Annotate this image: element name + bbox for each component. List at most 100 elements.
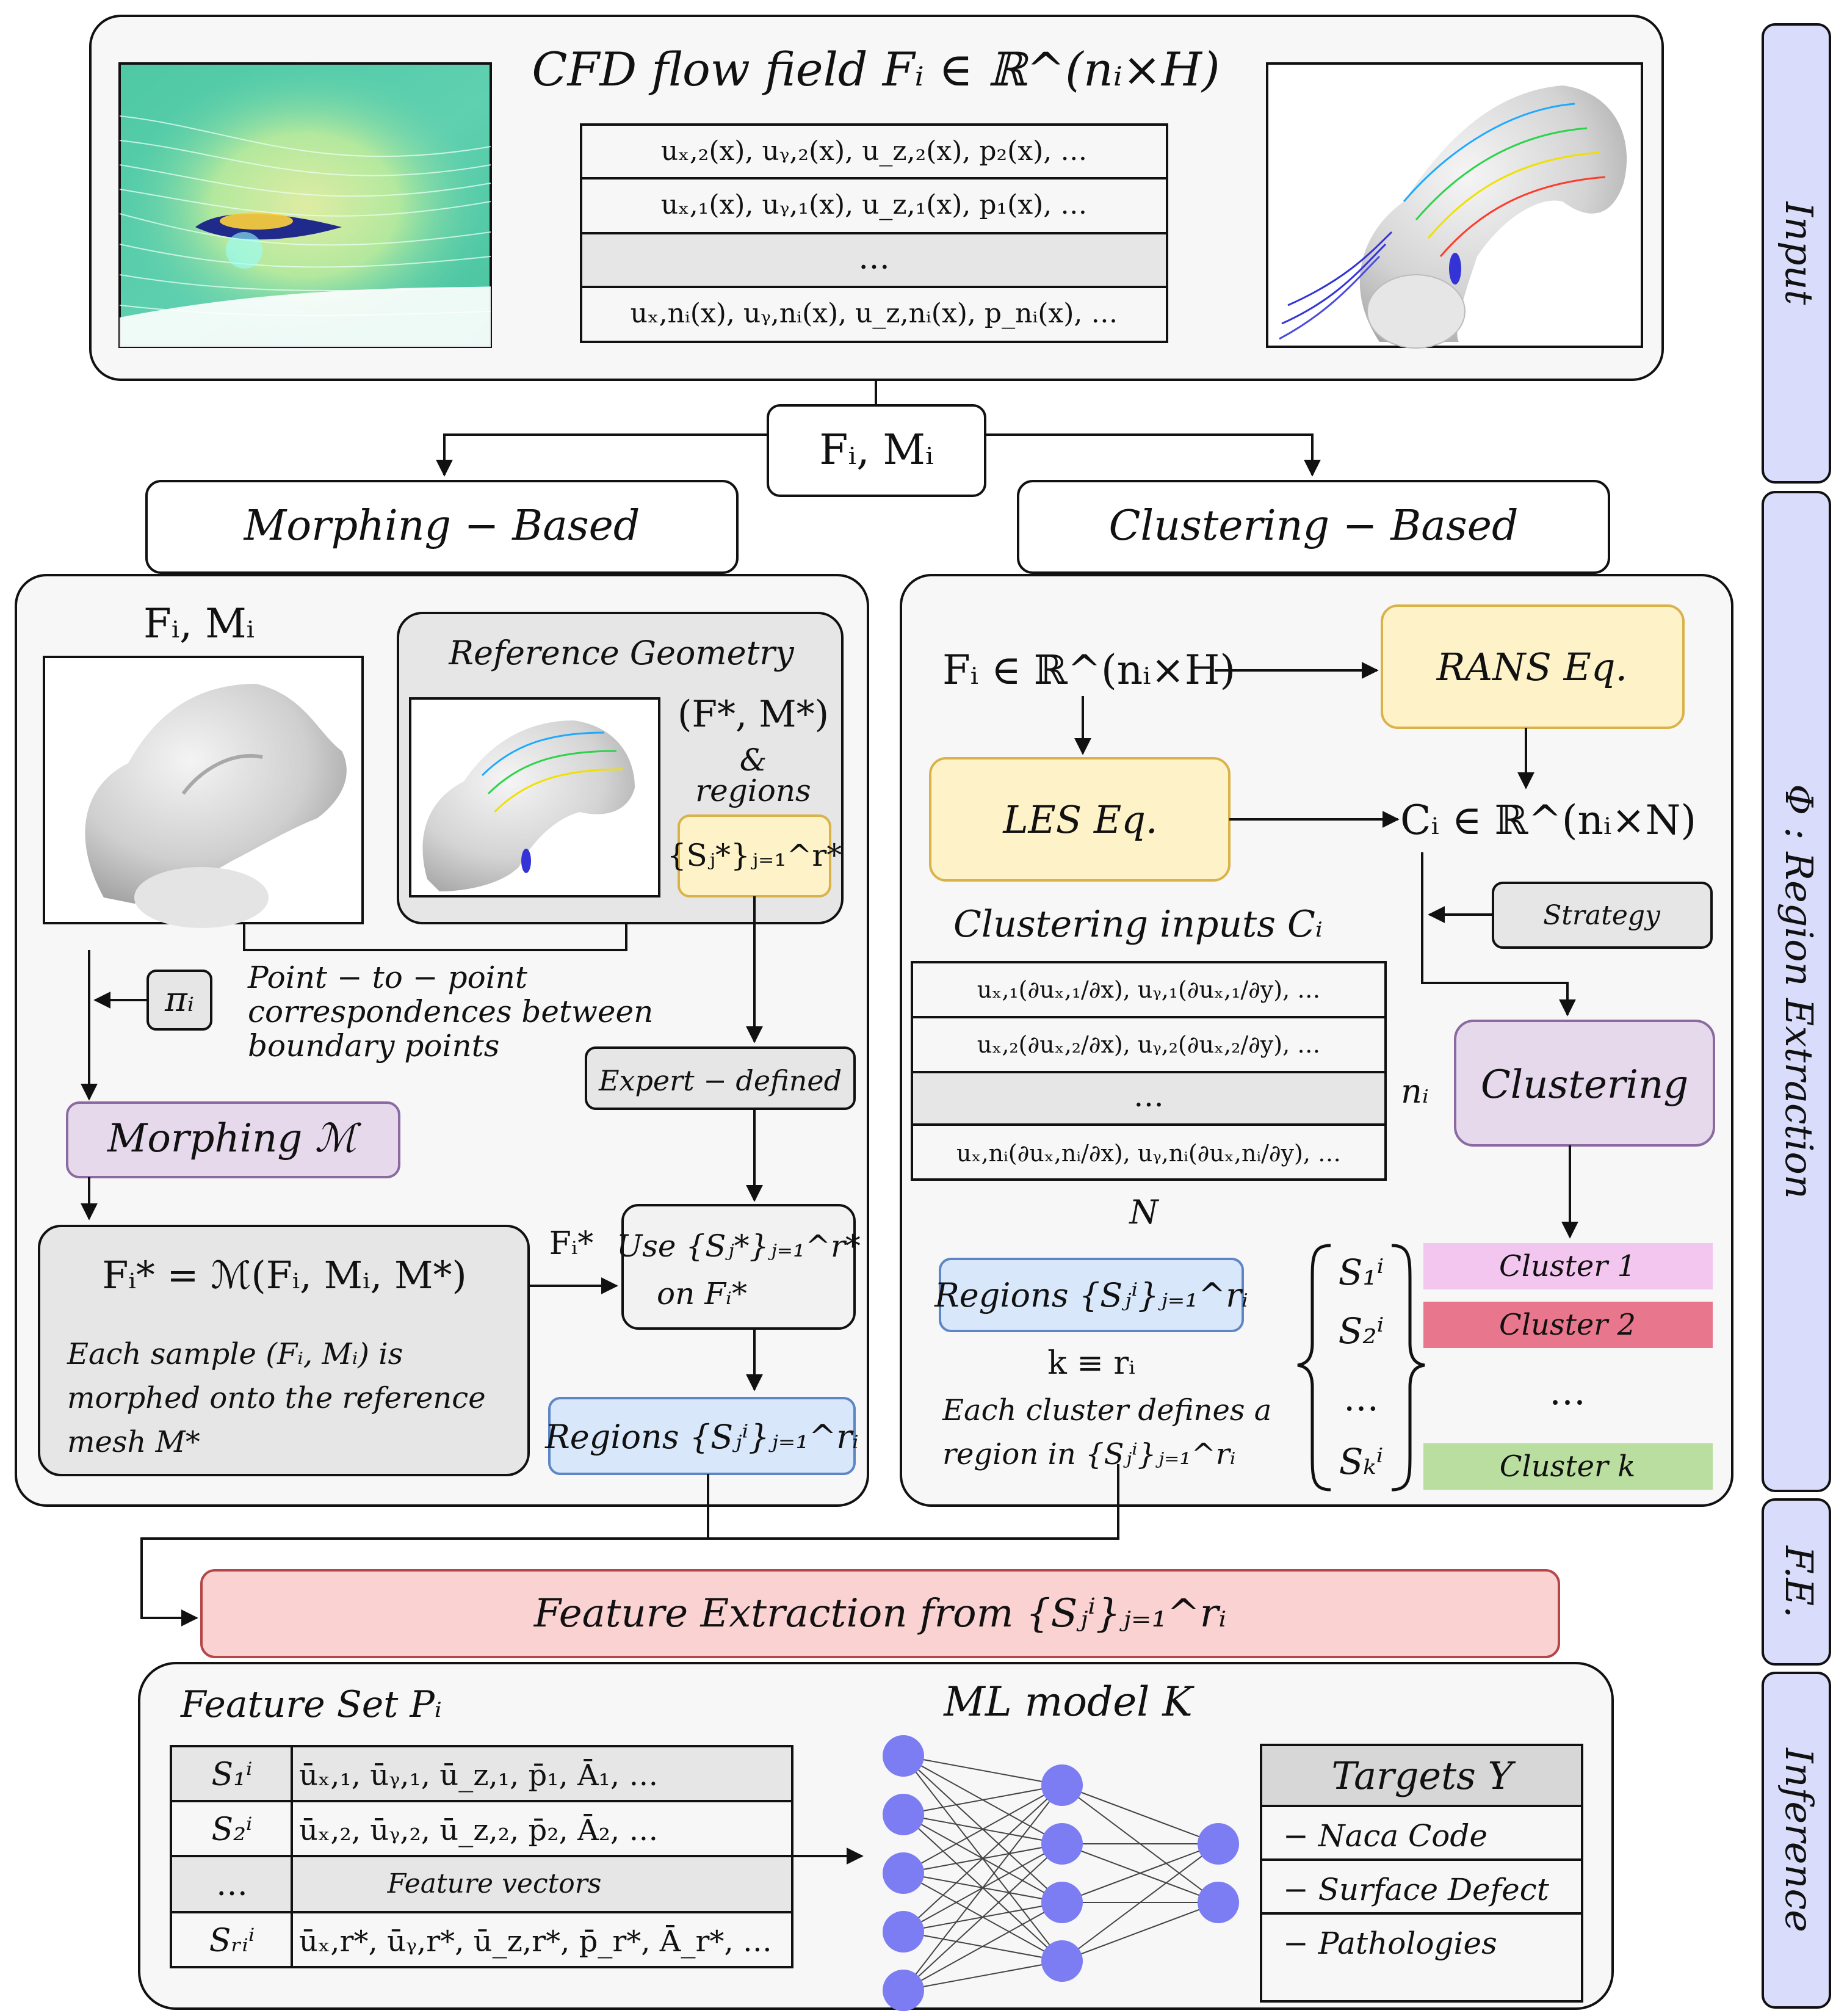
cluster-note-2: region in {Sⱼⁱ}ⱼ₌₁^rᵢ bbox=[942, 1437, 1235, 1471]
use-line-2: on Fᵢ* bbox=[657, 1276, 747, 1311]
clustering-op-box bbox=[1454, 1020, 1715, 1147]
morph-desc-2: morphed onto the reference bbox=[67, 1381, 486, 1415]
reference-geometry-box: Reference Geometry (F*, M*) & regions {S… bbox=[397, 612, 844, 924]
side-tab-inference bbox=[1762, 1672, 1831, 2009]
cinput-row-1: uₓ,₁(∂uₓ,₁/∂x), uᵧ,₁(∂uₓ,₁/∂y), … bbox=[977, 976, 1321, 1003]
ni-label: nᵢ bbox=[1401, 1072, 1429, 1111]
wire-c-cluster bbox=[1421, 852, 1576, 1017]
s-brace-right bbox=[1391, 1244, 1425, 1492]
sample-geometry-image bbox=[43, 656, 364, 928]
wire-split-right bbox=[985, 433, 1321, 477]
corr-line-3: boundary points bbox=[248, 1028, 499, 1064]
nn-edge-0-2-0 bbox=[903, 1785, 1063, 1874]
side-label-region: Φ : Region Extraction bbox=[1777, 784, 1821, 1198]
nn-edge-1-2-0 bbox=[1061, 1843, 1219, 1903]
side-labels: Input Φ : Region Extraction F.E. Inferen… bbox=[1762, 23, 1831, 2009]
feature-row-3-v: Feature vectors bbox=[387, 1868, 602, 1899]
clustering-header: Clustering − Based bbox=[1108, 502, 1518, 550]
reference-pair: (F*, M*) bbox=[678, 693, 829, 736]
side-tab-input bbox=[1762, 23, 1831, 484]
field-row-2: uₓ,₁(x), uᵧ,₁(x), u_z,₁(x), p₁(x), … bbox=[661, 189, 1088, 220]
nn-node-0-0 bbox=[883, 1735, 924, 1777]
neural-network bbox=[883, 1735, 1239, 2011]
corr-line-1: Point − to − point bbox=[247, 960, 528, 995]
feature-row-1-v: ūₓ,₁, ūᵧ,₁, ū_z,₁, p̄₁, Ā₁, … bbox=[299, 1758, 658, 1793]
nn-node-0-1 bbox=[883, 1794, 924, 1835]
nn-edge-0-4-1 bbox=[903, 1843, 1063, 1991]
use-line-1: Use {Sⱼ*}ⱼ₌₁^r* bbox=[616, 1228, 861, 1264]
cinput-row-3: … bbox=[1133, 1078, 1164, 1114]
feature-extraction-label: Feature Extraction from {Sⱼⁱ}ⱼ₌₁^rᵢ bbox=[533, 1591, 1226, 1636]
ml-title: ML model K bbox=[943, 1678, 1195, 1725]
input-title: CFD flow field Fᵢ ∈ ℝ^(nᵢ×H) bbox=[532, 42, 1220, 96]
wire-sample-to-morph bbox=[243, 923, 627, 951]
morph-eq-box bbox=[38, 1225, 530, 1476]
morph-desc-1: Each sample (Fᵢ, Mᵢ) is bbox=[67, 1337, 403, 1371]
target-2: − Surface Defect bbox=[1283, 1872, 1550, 1907]
nn-edge-1-3-1 bbox=[1061, 1902, 1219, 1962]
nn-node-0-2 bbox=[883, 1852, 924, 1894]
strategy-label: Strategy bbox=[1543, 900, 1661, 931]
nn-edge-0-4-3 bbox=[903, 1960, 1063, 1991]
s-label-2: S₂ⁱ bbox=[1339, 1310, 1384, 1352]
feature-row-4-v: ūₓ,r*, ūᵧ,r*, ū_z,r*, p̄_r*, Ā_r*, … bbox=[299, 1924, 772, 1959]
side-label-fe: F.E. bbox=[1777, 1545, 1821, 1618]
feature-table: S₁ⁱ ūₓ,₁, ūᵧ,₁, ū_z,₁, p̄₁, Ā₁, … S₂ⁱ ūₓ… bbox=[170, 1745, 793, 1968]
cinput-row-4: uₓ,nᵢ(∂uₓ,nᵢ/∂x), uᵧ,nᵢ(∂uₓ,nᵢ/∂y), … bbox=[956, 1140, 1341, 1167]
nn-edge-0-3-0 bbox=[903, 1785, 1063, 1932]
nn-node-1-3 bbox=[1041, 1940, 1083, 1982]
feature-row-2-s: S₂ⁱ bbox=[212, 1811, 253, 1848]
cluster-regions-box bbox=[939, 1258, 1244, 1332]
aorta-streamline-image bbox=[1266, 62, 1643, 349]
feature-row-2-v: ūₓ,₂, ūᵧ,₂, ū_z,₂, p̄₂, Ā₂, … bbox=[299, 1813, 658, 1847]
nn-edge-0-0-0 bbox=[903, 1755, 1063, 1786]
morph-regions-box bbox=[548, 1397, 856, 1475]
nn-node-0-3 bbox=[883, 1911, 924, 1953]
morphing-header: Morphing − Based bbox=[243, 502, 640, 550]
s-label-1: S₁ⁱ bbox=[1339, 1252, 1384, 1293]
reference-geometry-image bbox=[409, 697, 660, 897]
flow-field-table: uₓ,₂(x), uᵧ,₂(x), u_z,₂(x), p₂(x), … uₓ,… bbox=[580, 123, 1168, 343]
side-tab-region bbox=[1762, 491, 1831, 1492]
side-tab-fe bbox=[1762, 1498, 1831, 1666]
feature-row-1-s: S₁ⁱ bbox=[212, 1757, 253, 1793]
feature-set-label: Feature Set Pᵢ bbox=[180, 1683, 442, 1726]
use-box bbox=[621, 1204, 856, 1330]
nn-node-1-2 bbox=[1041, 1882, 1083, 1923]
cluster-1-label: Cluster 1 bbox=[1499, 1249, 1636, 1283]
expert-label: Expert − defined bbox=[598, 1064, 842, 1097]
cluster-k-label: Cluster k bbox=[1500, 1449, 1636, 1484]
input-panel: CFD flow field Fᵢ ∈ ℝ^(nᵢ×H) bbox=[89, 15, 1664, 381]
split-label-box bbox=[767, 404, 986, 497]
clustering-input: Fᵢ ∈ ℝ^(nᵢ×H) bbox=[942, 647, 1235, 694]
k-eq: k ≡ rᵢ bbox=[1047, 1345, 1135, 1382]
morphing-header-box bbox=[145, 480, 739, 574]
feature-extraction-box bbox=[200, 1569, 1560, 1658]
reference-amp: & bbox=[740, 742, 767, 778]
target-3: − Pathologies bbox=[1283, 1926, 1497, 1961]
reference-set: {Sⱼ*}ⱼ₌₁^r* bbox=[667, 838, 842, 873]
s-label-4: Sₖⁱ bbox=[1339, 1441, 1384, 1482]
c-output: Cᵢ ∈ ℝ^(nᵢ×N) bbox=[1400, 797, 1696, 844]
nn-edge-0-4-0 bbox=[903, 1785, 1063, 1991]
fstar-label: Fᵢ* bbox=[549, 1225, 594, 1262]
expert-box bbox=[585, 1046, 856, 1110]
cinput-row-2: uₓ,₂(∂uₓ,₂/∂x), uᵧ,₂(∂uₓ,₂/∂y), … bbox=[977, 1031, 1321, 1058]
morphing-op-label: Morphing ℳ bbox=[107, 1116, 362, 1161]
cluster-note-1: Each cluster defines a bbox=[942, 1393, 1271, 1427]
side-label-input: Input bbox=[1777, 201, 1821, 305]
side-label-inference: Inference bbox=[1777, 1747, 1821, 1932]
feature-row-4-s: Sᵣᵢⁱ bbox=[209, 1923, 255, 1959]
clustering-op-label: Clustering bbox=[1481, 1062, 1688, 1108]
morph-desc-3: mesh M* bbox=[67, 1425, 200, 1459]
targets-title: Targets Y bbox=[1332, 1753, 1516, 1798]
targets-table: Targets Y − Naca Code − Surface Defect −… bbox=[1260, 1744, 1583, 2003]
cluster-k-bar bbox=[1423, 1443, 1713, 1490]
nn-edge-1-0-0 bbox=[1061, 1785, 1219, 1844]
reference-regions-word: regions bbox=[695, 773, 811, 808]
N-label: N bbox=[1128, 1193, 1159, 1231]
nn-node-2-0 bbox=[1198, 1823, 1239, 1865]
pi-label: πᵢ bbox=[164, 980, 194, 1020]
rans-box bbox=[1381, 604, 1685, 729]
feature-row-3-s: … bbox=[216, 1866, 248, 1903]
